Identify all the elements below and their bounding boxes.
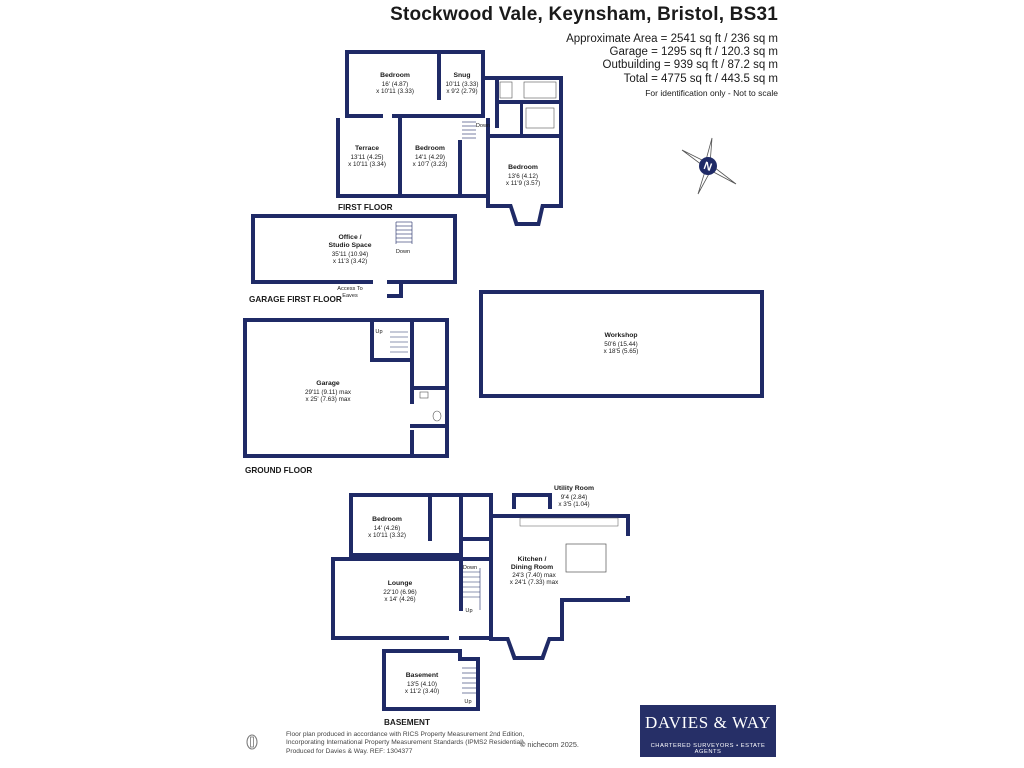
garage-dim-1: 29'11 (9.11) max xyxy=(305,389,352,396)
kitchen-name-1: Kitchen / xyxy=(518,556,547,563)
bedroom-ff3-dim-1: 13'6 (4.12) xyxy=(508,173,538,180)
title-block: Stockwood Vale, Keynsham, Bristol, BS31 … xyxy=(390,4,778,98)
basement-up-label: Up xyxy=(464,699,471,705)
bedroom-ff2-dim-2: x 10'7 (3.23) xyxy=(413,161,448,168)
garage-dim-2: x 25' (7.63) max xyxy=(306,396,352,403)
brand-logo: DAVIES & WAY CHARTERED SURVEYORS • ESTAT… xyxy=(640,705,776,757)
compass-icon: N xyxy=(681,137,737,195)
area-total: Total = 4775 sq ft / 443.5 sq m xyxy=(623,72,778,85)
snug-dim-2: x 9'2 (2.79) xyxy=(446,88,477,95)
lounge-up-label: Up xyxy=(465,608,472,614)
basement-dim-1: 13'5 (4.10) xyxy=(407,681,437,688)
bedroom-gf-name: Bedroom xyxy=(372,516,402,523)
workshop-walls xyxy=(479,290,764,398)
footer-line-2: Incorporating International Property Mea… xyxy=(286,739,526,747)
office-down-label: Down xyxy=(396,249,410,255)
office-dim-2: x 11'3 (3.42) xyxy=(333,258,367,265)
utility-name: Utility Room xyxy=(554,485,594,492)
office-name-1: Office / xyxy=(338,234,361,241)
footer-line-1: Floor plan produced in accordance with R… xyxy=(286,731,525,738)
brand-name: DAVIES & WAY xyxy=(645,713,771,732)
area-approximate: Approximate Area = 2541 sq ft / 236 sq m xyxy=(566,33,778,45)
bedroom-ff2-name: Bedroom xyxy=(415,145,445,152)
snug-dim-1: 10'11 (3.33) xyxy=(446,81,479,88)
lounge-dim-2: x 14' (4.26) xyxy=(384,596,415,603)
ground-floor-title: GROUND FLOOR xyxy=(245,466,312,475)
utility-dim-1: 9'4 (2.84) xyxy=(561,494,587,501)
kitchen-dim-2: x 24'1 (7.33) max xyxy=(510,579,559,586)
basement-dim-2: x 11'2 (3.40) xyxy=(405,688,439,695)
bedroom-ff1-name: Bedroom xyxy=(380,72,410,79)
bedroom-ff1-dim-2: x 10'11 (3.33) xyxy=(376,88,414,95)
snug-name: Snug xyxy=(454,72,471,79)
footer-line-3: Produced for Davies & Way. REF: 1304377 xyxy=(286,747,413,755)
utility-dim-2: x 3'5 (1.04) xyxy=(558,501,589,508)
terrace-name: Terrace xyxy=(355,145,379,152)
workshop-dim-2: x 18'5 (5.65) xyxy=(604,348,639,355)
basement-walls xyxy=(382,649,480,711)
garage-up-label: Up xyxy=(375,329,382,335)
kitchen-dim-1: 24'3 (7.40) max xyxy=(512,572,556,579)
garage-name: Garage xyxy=(316,380,340,387)
basement-name: Basement xyxy=(406,672,439,679)
garage-first-floor-walls xyxy=(251,214,457,298)
garage-first-floor-title: GARAGE FIRST FLOOR xyxy=(249,295,342,304)
first-floor-title: FIRST FLOOR xyxy=(338,203,393,212)
area-outbuilding: Outbuilding = 939 sq ft / 87.2 sq m xyxy=(602,59,778,72)
area-garage: Garage = 1295 sq ft / 120.3 sq m xyxy=(609,46,778,59)
access-label-1: Access To xyxy=(337,286,362,292)
bedroom-ff2-dim-1: 14'1 (4.29) xyxy=(415,154,445,161)
workshop-dim-1: 50'6 (15.44) xyxy=(604,341,637,348)
bedroom-ff1-dim-1: 16' (4.87) xyxy=(382,81,408,88)
ipms-icon xyxy=(246,734,258,750)
office-name-2: Studio Space xyxy=(328,242,371,249)
bedroom-gf-dim-1: 14' (4.26) xyxy=(374,525,400,532)
workshop-name: Workshop xyxy=(604,332,637,339)
page-title: Stockwood Vale, Keynsham, Bristol, BS31 xyxy=(390,4,778,25)
nichecom-credit: © nichecom 2025. xyxy=(520,740,579,749)
bedroom-gf-dim-2: x 10'11 (3.32) xyxy=(368,532,406,539)
lounge-name: Lounge xyxy=(388,580,413,587)
first-floor-down-label: Down xyxy=(476,123,490,129)
basement-title: BASEMENT xyxy=(384,718,430,727)
terrace-dim-2: x 10'11 (3.34) xyxy=(348,161,386,168)
office-dim-1: 35'11 (10.94) xyxy=(332,251,368,258)
access-label-2: Eaves xyxy=(342,293,358,299)
kitchen-name-2: Dining Room xyxy=(511,564,553,571)
garage-walls xyxy=(243,318,449,458)
first-floor-walls xyxy=(336,50,563,226)
bedroom-ff3-name: Bedroom xyxy=(508,164,538,171)
footer-text: Floor plan produced in accordance with R… xyxy=(286,731,526,756)
scale-note: For identification only - Not to scale xyxy=(645,87,778,98)
compass-north-label: N xyxy=(702,160,714,174)
bedroom-ff3-dim-2: x 11'9 (3.57) xyxy=(506,180,540,187)
lounge-down-label: Down xyxy=(463,565,477,571)
terrace-dim-1: 13'11 (4.25) xyxy=(351,154,384,161)
brand-tagline: CHARTERED SURVEYORS • ESTATE AGENTS xyxy=(650,743,766,755)
lounge-dim-1: 22'10 (6.96) xyxy=(383,589,416,596)
ground-floor-walls xyxy=(331,493,630,660)
